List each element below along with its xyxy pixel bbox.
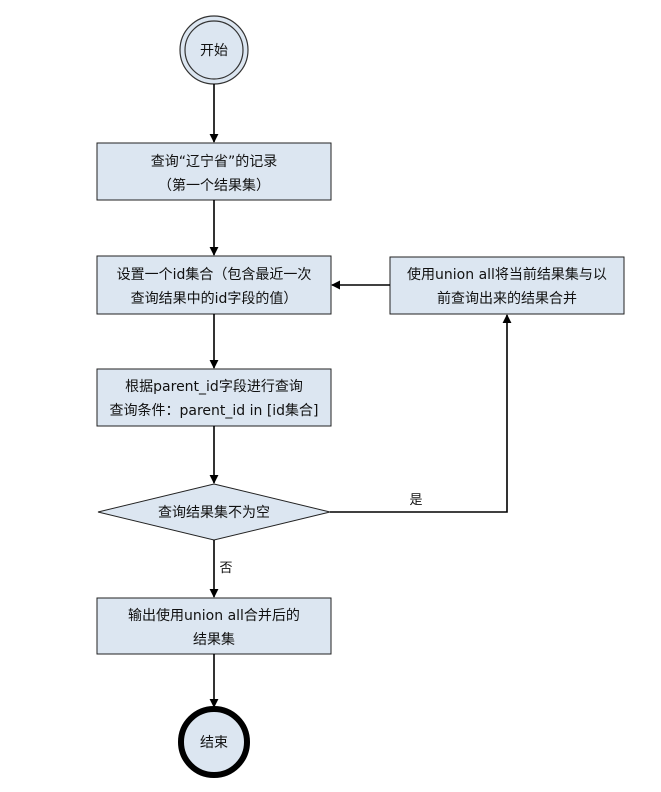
set-id-line2: 查询结果中的id字段的值） xyxy=(131,291,298,307)
yes-label: 是 xyxy=(409,493,422,508)
start-node: 开始 xyxy=(179,15,249,85)
query-liaoning-line2: （第一个结果集） xyxy=(158,177,270,194)
set-id-collection-box: 设置一个id集合（包含最近一次 查询结果中的id字段的值） xyxy=(96,255,332,315)
end-label: 结束 xyxy=(200,735,228,751)
end-node: 结束 xyxy=(178,706,250,778)
edge-decision-yes-to-union xyxy=(330,314,512,513)
union-all-line2: 前查询出来的结果合并 xyxy=(437,290,577,307)
query-liaoning-box: 查询“辽宁省”的记录 （第一个结果集） xyxy=(96,142,332,201)
decision-label: 查询结果集不为空 xyxy=(158,504,270,521)
output-line1: 输出使用union all合并后的 xyxy=(128,607,300,624)
query-by-parent-box: 根据parent_id字段进行查询 查询条件：parent_id in [id集… xyxy=(96,368,332,427)
decision-diamond: 查询结果集不为空 xyxy=(97,483,331,541)
start-label: 开始 xyxy=(200,43,228,59)
union-all-line1: 使用union all将当前结果集与以 xyxy=(407,266,607,283)
union-all-box: 使用union all将当前结果集与以 前查询出来的结果合并 xyxy=(389,256,625,315)
output-box: 输出使用union all合并后的 结果集 xyxy=(96,597,332,655)
output-line2: 结果集 xyxy=(193,631,235,648)
query-liaoning-line1: 查询“辽宁省”的记录 xyxy=(151,153,278,170)
no-label: 否 xyxy=(219,561,232,576)
query-parent-line1: 根据parent_id字段进行查询 xyxy=(125,379,303,395)
set-id-line1: 设置一个id集合（包含最近一次 xyxy=(117,266,312,283)
query-parent-line2: 查询条件：parent_id in [id集合] xyxy=(109,402,318,419)
